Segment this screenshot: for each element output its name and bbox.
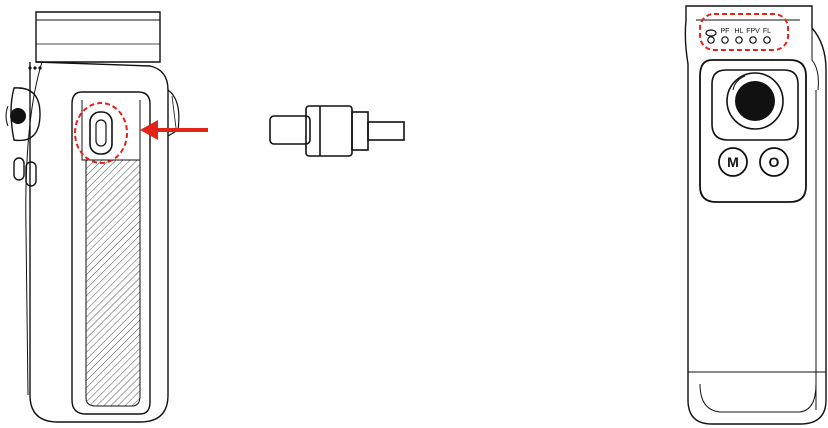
- usb-c-cable-connector: [269, 105, 405, 157]
- grip-panel: [71, 91, 151, 415]
- joystick-knob: [735, 81, 775, 121]
- indicator-dots-side: [28, 66, 42, 70]
- mode-led-fpv: [749, 36, 757, 44]
- mode-label-hl: HL: [735, 28, 744, 35]
- gimbal-side-view: [5, 11, 180, 423]
- mode-led-pf: [721, 36, 729, 44]
- front-body-outline: [684, 5, 827, 425]
- mode-led-hl: [735, 36, 743, 44]
- handle-body: [29, 61, 169, 423]
- mode-button: [718, 147, 748, 177]
- connector-cable: [367, 121, 405, 141]
- side-joystick: [10, 87, 41, 142]
- grip-hatching: [85, 159, 141, 407]
- joystick-ring: [726, 72, 784, 130]
- mode-label-pf: PF: [721, 28, 730, 35]
- record-button: [759, 147, 789, 177]
- mode-button-label: M: [727, 154, 739, 170]
- side-button-lower: [25, 161, 37, 187]
- record-button-label: O: [769, 154, 780, 170]
- side-button-upper: [13, 157, 25, 181]
- mode-label-fl: FL: [763, 28, 771, 35]
- mode-led-fl: [763, 36, 771, 44]
- insert-arrow: [140, 120, 208, 140]
- loop-icon: [705, 29, 717, 44]
- mode-indicator-row: PF HL FPV FL: [705, 28, 771, 44]
- mode-label-fpv: FPV: [746, 28, 760, 35]
- joystick-pad: [711, 69, 799, 141]
- connector-strain-relief: [351, 111, 369, 151]
- control-panel: [699, 59, 807, 203]
- connector-housing: [305, 105, 353, 157]
- port-highlight-circle: [74, 102, 128, 164]
- usb-c-port: [89, 111, 113, 155]
- top-collar: [35, 11, 161, 63]
- indicator-highlight-box: [699, 13, 789, 51]
- connector-plug-tip: [269, 115, 311, 145]
- gimbal-front-view: [684, 5, 827, 425]
